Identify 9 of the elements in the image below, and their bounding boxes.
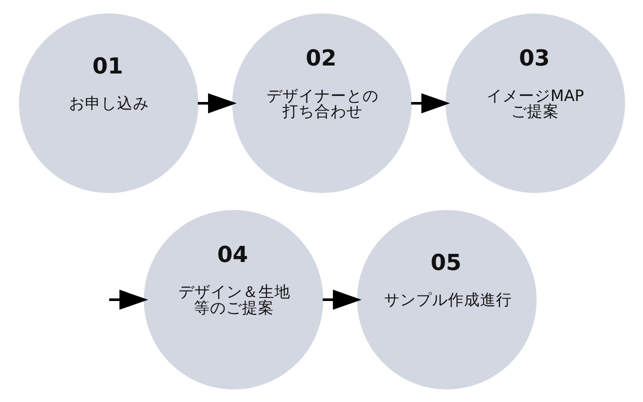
node-circle: 02 デザイナーとの打ち合わせ: [232, 13, 412, 193]
arrow: [197, 92, 236, 113]
arrow: [410, 92, 450, 113]
arrow: [322, 289, 362, 310]
node-circle: 01 お申し込み: [18, 13, 198, 193]
node-circle: 03 イメージMAPご提案: [445, 13, 625, 193]
node-circle: 05 サンプル作成進行: [356, 209, 536, 389]
node-circle: 04 デザイン＆生地等のご提案: [143, 209, 323, 389]
arrow: [108, 289, 148, 310]
